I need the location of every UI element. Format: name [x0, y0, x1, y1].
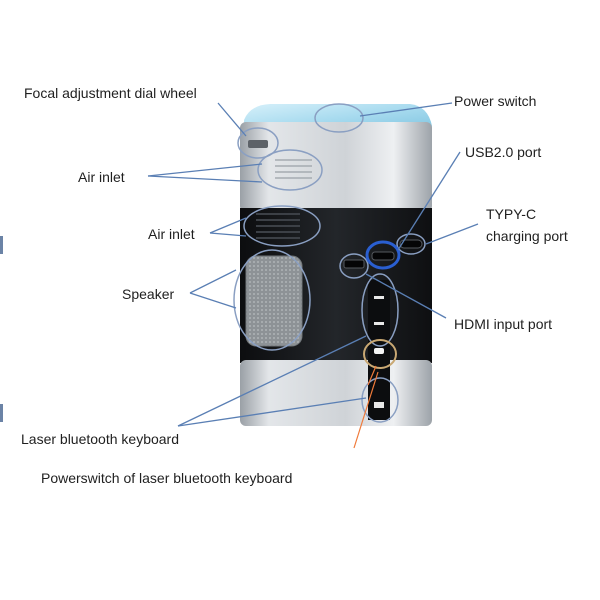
typec-circle	[396, 233, 426, 255]
air-inlet-mid-label: Air inlet	[148, 226, 195, 242]
laser-beams	[353, 365, 379, 449]
hdmi-circle	[339, 253, 369, 279]
lower-silver-section	[240, 360, 432, 426]
keyboard-strip-circle	[361, 273, 399, 347]
air-inlet-top-label: Air inlet	[78, 169, 125, 185]
air-inlet-mid-circle	[243, 205, 321, 247]
left-edge-mark-lower	[0, 404, 3, 422]
focal-dial-label: Focal adjustment dial wheel	[24, 85, 197, 101]
typec-port	[399, 239, 423, 249]
upper-silver-section	[240, 122, 432, 212]
keyboard-power-label: Powerswitch of laser bluetooth keyboard	[41, 470, 293, 486]
usb-leader	[397, 151, 461, 251]
power-switch-leader	[359, 102, 453, 117]
air-inlet-vent	[256, 213, 300, 239]
laser-keyboard-markings	[374, 296, 384, 408]
air-inlet-mid-leader-a	[209, 217, 247, 234]
hdmi-port	[343, 259, 365, 269]
hdmi-leader	[365, 273, 447, 319]
laser-keyboard-label: Laser bluetooth keyboard	[21, 431, 179, 447]
speaker-circle	[233, 249, 311, 351]
typec-label-line2: charging port	[486, 228, 568, 244]
focal-dial-leader	[217, 102, 247, 137]
laser-keyboard-circle	[361, 377, 399, 423]
hdmi-port-label: HDMI input port	[454, 316, 553, 332]
speaker-leader-a	[189, 269, 237, 294]
speaker-grille	[245, 255, 303, 347]
air-inlet-mid-leader-b	[209, 232, 247, 237]
focal-dial-circle	[237, 127, 279, 159]
laser-keyboard-leader-b	[177, 335, 367, 427]
speaker-leader-b	[189, 292, 237, 309]
air-inlet-top-leader-b	[147, 175, 263, 183]
power-switch-label: Power switch	[454, 93, 537, 109]
upper-air-inlet-vent	[275, 159, 312, 179]
power-switch-circle	[314, 103, 364, 133]
typec-label-line1: TYPY-C	[486, 206, 537, 222]
focal-dial-wheel	[248, 140, 268, 148]
highlight-circles	[233, 103, 426, 423]
usb-port	[371, 251, 395, 261]
left-edge-mark-upper	[0, 236, 3, 254]
projector-body	[240, 104, 432, 426]
leader-lines	[147, 102, 479, 427]
speaker-label: Speaker	[122, 286, 175, 302]
air-inlet-top-leader-a	[147, 163, 263, 177]
laser-keyboard-leader-a	[177, 397, 367, 427]
typec-leader	[425, 223, 479, 245]
usb-port-label: USB2.0 port	[465, 144, 542, 160]
usb-port-circle	[365, 240, 401, 270]
air-inlet-top-circle	[257, 149, 323, 191]
keyboard-power-switch	[374, 348, 384, 354]
keyboard-power-circle	[363, 339, 397, 369]
